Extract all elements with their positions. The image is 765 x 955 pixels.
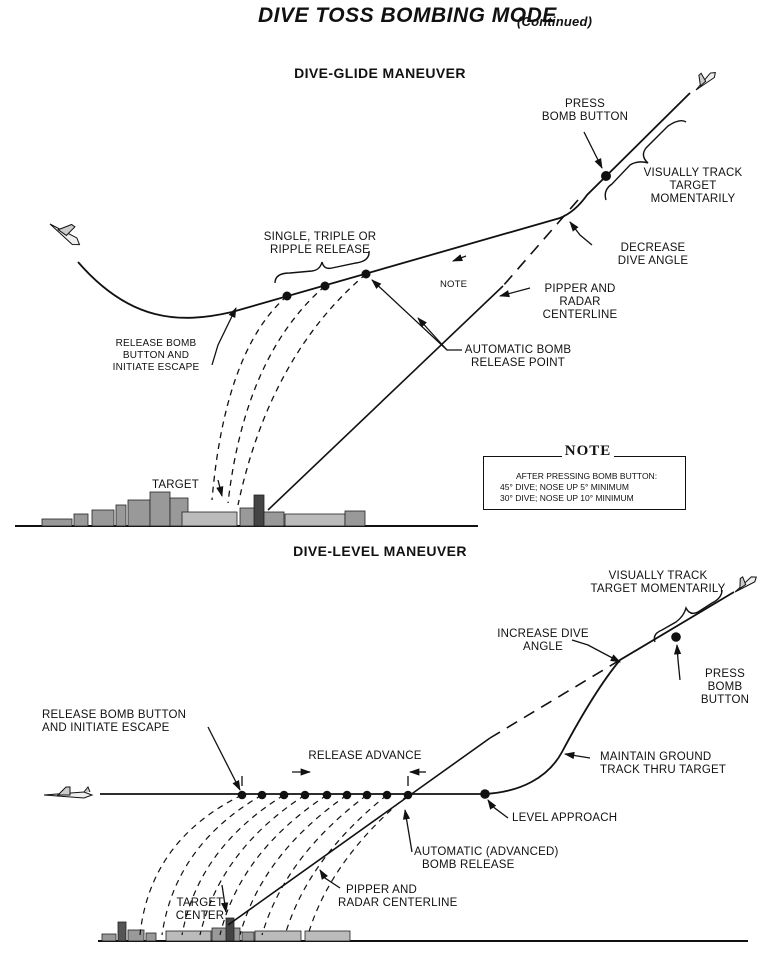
glide-bomb-button-dot xyxy=(601,171,611,181)
glide-brace-visual-track xyxy=(604,119,687,201)
level-heading: DIVE-LEVEL MANEUVER xyxy=(293,543,467,559)
level-jet-top-right xyxy=(734,576,757,593)
level-pipper-dashed xyxy=(489,659,621,739)
note-line-3: 30° DIVE; NOSE UP 10° MINIMUM xyxy=(500,493,634,503)
glide-target-label: TARGET xyxy=(152,479,199,491)
level-jet-left xyxy=(43,786,94,799)
level-release-advance-label: RELEASE ADVANCE xyxy=(308,750,422,762)
level-pipper-solid xyxy=(227,737,491,926)
level-flight-path xyxy=(100,591,735,795)
note-box-title: NOTE xyxy=(562,443,614,460)
glide-bomb-trajectories xyxy=(211,273,367,506)
glide-heading: DIVE-GLIDE MANEUVER xyxy=(294,65,466,81)
glide-target-buildings xyxy=(41,491,366,527)
level-bomb-button-dot xyxy=(671,632,681,642)
note-line-1: AFTER PRESSING BOMB BUTTON: xyxy=(516,471,658,481)
level-approach-label: LEVEL APPROACH xyxy=(512,812,618,824)
glide-release-dot-2 xyxy=(320,281,330,291)
glide-leaders xyxy=(211,131,603,498)
glide-pipper-solid xyxy=(267,285,504,511)
level-target-buildings xyxy=(101,917,351,942)
level-leaders xyxy=(207,639,682,914)
glide-note-label: NOTE xyxy=(440,279,468,290)
glide-flight-path xyxy=(77,92,691,319)
glide-jet-top-right xyxy=(695,72,716,91)
note-line-2: 45° DIVE; NOSE UP 5° MINIMUM xyxy=(500,482,629,492)
glide-brace-single-triple xyxy=(274,250,370,284)
glide-jet-left xyxy=(49,223,81,246)
glide-pipper-dashed xyxy=(502,199,579,287)
level-bomb-trajectories xyxy=(139,794,409,936)
level-release-dots xyxy=(237,790,413,800)
level-approach-dot xyxy=(480,789,490,799)
level-release-advance-arrows xyxy=(241,768,426,786)
glide-release-dot-3 xyxy=(361,269,371,279)
glide-release-dot-1 xyxy=(282,291,292,301)
page-title: DIVE TOSS BOMBING MODE xyxy=(258,4,557,27)
level-auto-advanced-label: AUTOMATIC (ADVANCED)BOMB RELEASE xyxy=(414,846,559,871)
page-title-suffix: (Continued) xyxy=(517,14,593,29)
level-brace-visual-track xyxy=(653,589,723,643)
